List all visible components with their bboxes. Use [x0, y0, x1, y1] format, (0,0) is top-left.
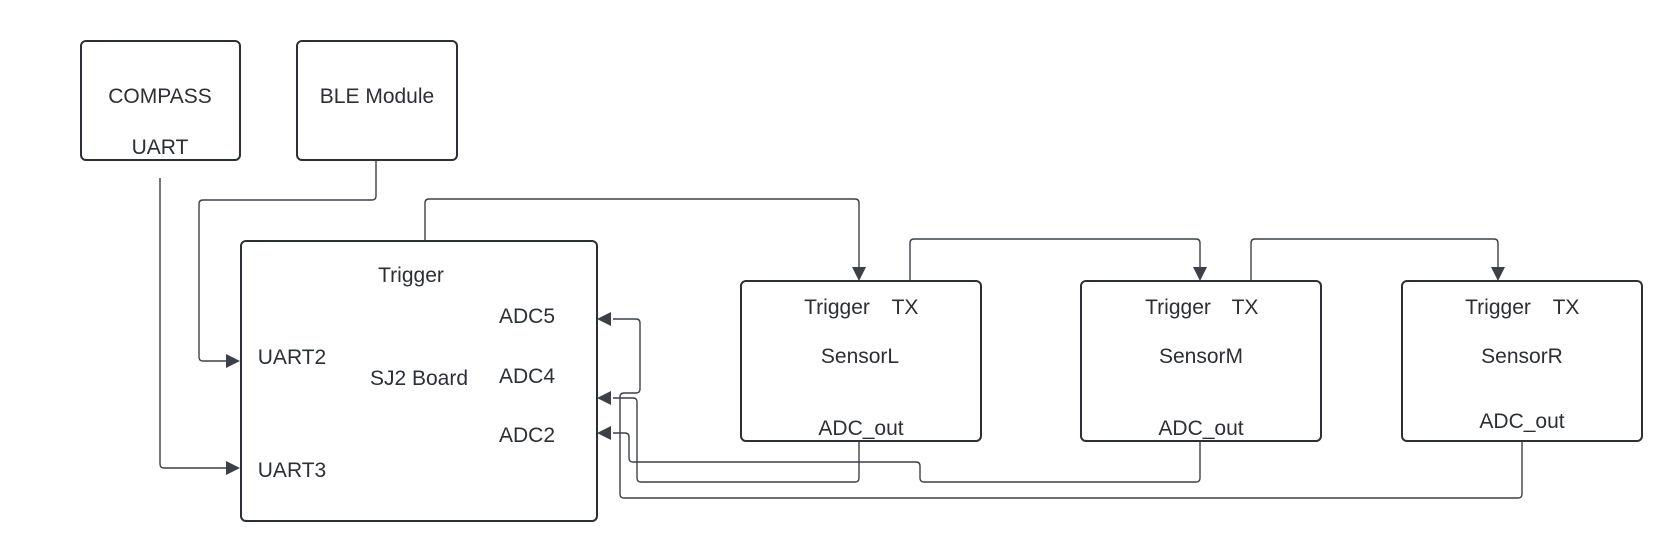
arrowhead-uart3	[226, 461, 240, 475]
sensorl-adc-label: ADC_out	[818, 417, 904, 440]
arrowhead-sensorl-trigger	[852, 267, 866, 281]
sensorm-name: SensorM	[1158, 345, 1244, 368]
sj2-adc2-label: ADC2	[498, 424, 556, 447]
sj2-uart2-label: UART2	[257, 346, 327, 369]
wire-trigger-to-sensorl	[424, 198, 860, 268]
wire-ble-to-uart2	[198, 160, 377, 362]
arrowhead-sensorm-trigger	[1193, 267, 1207, 281]
wire-sensorm-tx-to-sensorr	[1250, 238, 1499, 281]
arrowhead-adc4	[597, 391, 611, 405]
sj2-adc5-label: ADC5	[498, 305, 556, 328]
arrowhead-sensorr-trigger	[1491, 267, 1505, 281]
sensorl-tx-label: TX	[891, 296, 919, 319]
arrowhead-uart2	[226, 354, 240, 368]
ble-module-label: BLE Module	[319, 85, 435, 108]
compass-label: COMPASS	[108, 85, 212, 108]
arrowhead-adc5	[597, 312, 611, 326]
wire-sensorl-adc-to-adc4	[613, 397, 860, 483]
compass-uart-label: UART	[131, 136, 189, 159]
wire-sensorl-tx-to-sensorm	[909, 238, 1201, 281]
sensorl-trigger-label: Trigger	[804, 296, 870, 319]
compass-uart-box	[80, 40, 241, 161]
sensorr-adc-label: ADC_out	[1479, 410, 1565, 433]
sj2-title: SJ2 Board	[369, 367, 469, 390]
sj2-trigger-label: Trigger	[378, 264, 444, 287]
sj2-board-box	[240, 240, 598, 522]
sensorl-name: SensorL	[820, 345, 900, 368]
sj2-uart3-label: UART3	[257, 459, 327, 482]
arrowhead-adc2	[597, 426, 611, 440]
sensorr-trigger-label: Trigger	[1465, 296, 1531, 319]
ble-module-box	[296, 40, 458, 161]
sensorr-name: SensorR	[1481, 345, 1563, 368]
sensorm-box	[1080, 280, 1322, 442]
sensorr-tx-label: TX	[1552, 296, 1580, 319]
sensorr-box	[1401, 280, 1643, 442]
sensorm-adc-label: ADC_out	[1158, 417, 1244, 440]
sensorl-box	[740, 280, 982, 442]
sensorm-trigger-label: Trigger	[1145, 296, 1211, 319]
wire-sensorm-adc-to-adc2	[613, 432, 1201, 483]
sj2-adc4-label: ADC4	[498, 365, 556, 388]
sensorm-tx-label: TX	[1231, 296, 1259, 319]
wire-sensorr-adc-to-adc5	[613, 318, 1523, 499]
wire-compass-to-uart3	[159, 178, 228, 469]
